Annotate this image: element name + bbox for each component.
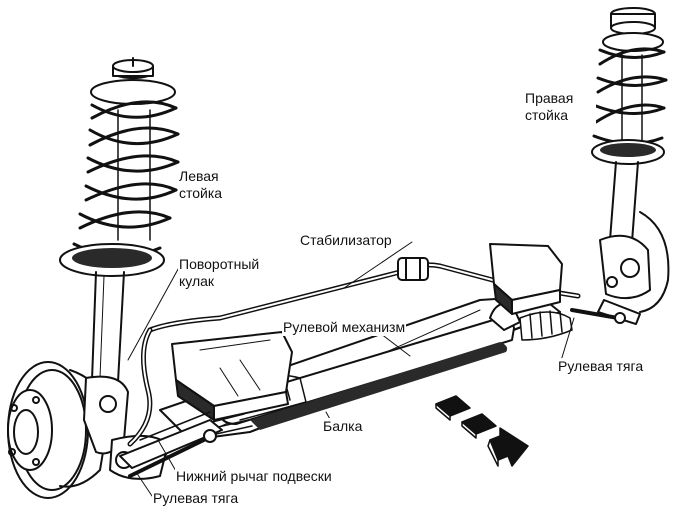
forward-direction-arrow	[435, 395, 529, 467]
right-strut	[591, 7, 668, 243]
label-steering-knuckle-line1: Поворотный	[179, 256, 260, 272]
right-subframe-bracket	[489, 243, 563, 315]
right-tie-rod	[570, 308, 626, 324]
label-beam: Балка	[322, 418, 364, 435]
left-strut	[59, 57, 180, 383]
label-steering-gear: Рулевой механизм	[282, 319, 407, 336]
left-lower-control-arm	[119, 411, 223, 469]
label-tie-rod-right: Рулевая тяга	[557, 358, 645, 375]
label-right-strut-line2: стойка	[525, 107, 569, 123]
label-steering-knuckle: Поворотный кулак	[178, 256, 280, 290]
right-brake-disc	[597, 211, 670, 325]
label-steering-knuckle-line2: кулак	[179, 273, 215, 289]
label-left-strut-line1: Левая	[179, 168, 219, 184]
left-tie-rod	[128, 429, 217, 478]
left-subframe-bracket	[171, 331, 293, 421]
label-tie-rod-left: Рулевая тяга	[152, 490, 240, 507]
label-left-strut-line2: стойка	[179, 185, 223, 201]
label-lower-control-arm: Нижний рычаг подвески	[175, 468, 333, 485]
label-stabilizer: Стабилизатор	[299, 232, 393, 249]
label-right-strut-line1: Правая	[525, 90, 574, 106]
label-right-strut: Правая стойка	[524, 90, 596, 124]
label-left-strut: Левая стойка	[178, 168, 250, 202]
